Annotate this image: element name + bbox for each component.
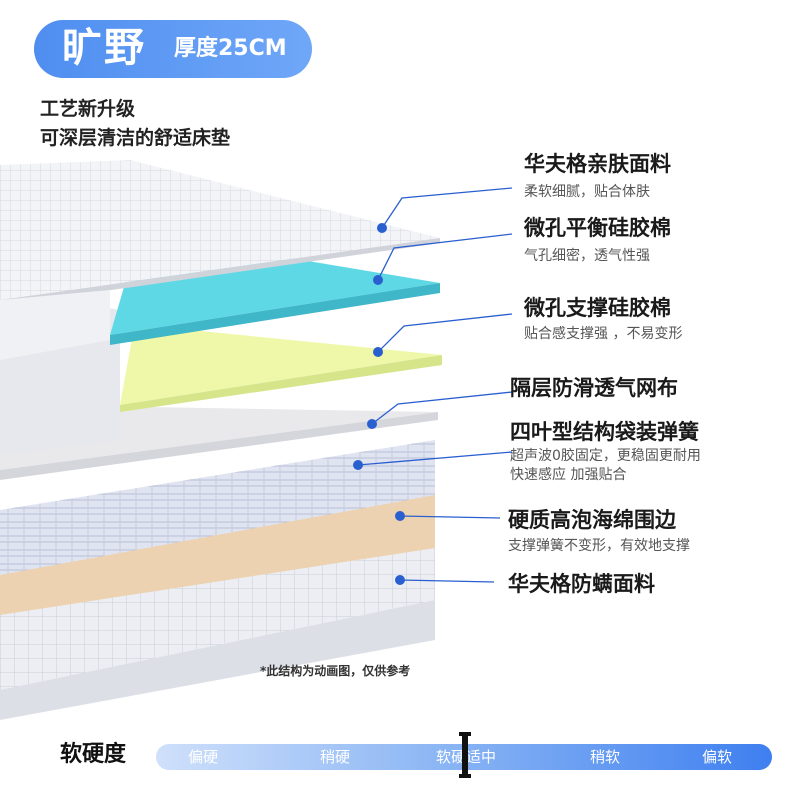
layer-6-desc: 支撑弹簧不变形，有效地支撑 (508, 538, 690, 554)
tagline-2: 可深层清洁的舒适床垫 (40, 127, 231, 149)
mattress-layers-illustration (0, 160, 513, 720)
sponge-edge-layer (0, 490, 435, 615)
hardness-level-1: 偏硬 (188, 748, 219, 766)
product-badge (34, 20, 312, 78)
hardness-level-5: 偏软 (702, 748, 733, 766)
layer-5-desc: 超声波0胶固定，更稳固更耐用 (510, 448, 701, 464)
hardness-marker (459, 732, 471, 778)
tagline-1: 工艺新升级 (40, 98, 136, 120)
layer-1-title: 华夫格亲肤面料 (524, 152, 671, 176)
leader-lines (357, 187, 513, 583)
silicone-support-edge (120, 355, 442, 412)
layer-3-title: 微孔支撑硅胶棉 (524, 296, 671, 320)
layer-3-desc: 贴合感支撑强 ，不易变形 (524, 326, 683, 342)
layer-4-title: 隔层防滑透气网布 (510, 376, 678, 400)
layer-7-title: 华夫格防螨面料 (508, 572, 655, 596)
silicone-support-layer (120, 322, 442, 405)
mesh-layer-shade (0, 412, 438, 480)
top-waffle-layer (0, 160, 440, 300)
top-waffle-edge (0, 238, 440, 306)
layer-5-desc-2: 快速感应 加强贴合 (510, 467, 627, 483)
layer-1-desc: 柔软细腻，贴合体肤 (524, 184, 650, 200)
bottom-fabric-side (0, 600, 435, 720)
silicone-balance-edge (110, 283, 440, 345)
hardness-level-2: 稍硬 (320, 748, 351, 766)
hardness-label: 软硬度 (60, 742, 127, 767)
spring-layer (0, 440, 435, 575)
layer-6-title: 硬质高泡海绵围边 (508, 508, 676, 532)
thickness-label: 厚度25CM (174, 36, 287, 61)
layer-2-desc: 气孔细密，透气性强 (524, 248, 650, 264)
disclaimer-note: *此结构为动画图，仅供参考 (260, 664, 411, 678)
left-lower-block (0, 290, 110, 360)
hardness-level-4: 稍软 (590, 748, 621, 766)
product-title: 旷野 (62, 25, 146, 71)
layer-5-title: 四叶型结构袋装弹簧 (510, 420, 699, 444)
layer-2-title: 微孔平衡硅胶棉 (524, 216, 671, 240)
leader-dots (353, 223, 405, 585)
